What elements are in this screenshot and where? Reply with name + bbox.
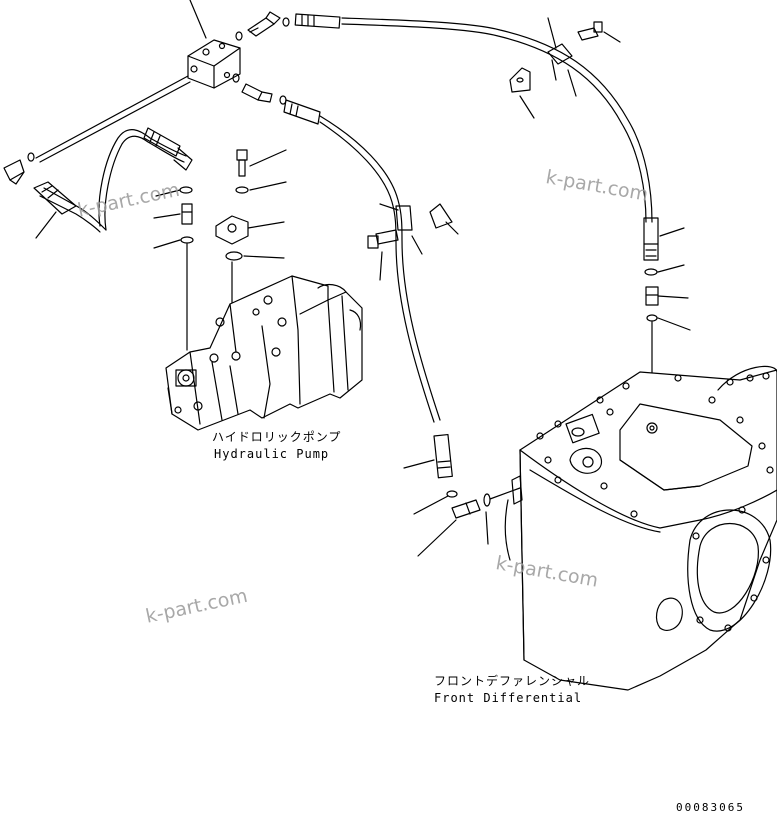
leader-line [446,222,458,234]
o-ring [233,74,239,82]
distribution-block [188,40,240,88]
leader-line [190,0,206,38]
elbow-fitting [242,84,272,102]
flange [216,216,248,244]
leader-line [604,32,620,42]
o-ring [645,269,657,275]
differential-label-jp: フロントデファレンシャル [434,674,591,688]
leader-line [548,18,556,48]
leader-line [658,318,690,330]
connector-fitting [646,287,658,305]
clamp-bracket [510,44,572,92]
leader-line [156,190,180,196]
leader-line [568,70,576,96]
bolt [578,22,602,40]
leader-line [248,222,284,228]
elbow-fitting [248,12,280,36]
o-ring [236,32,242,40]
pump-label-en: Hydraulic Pump [214,447,330,461]
hose-middle [284,100,440,422]
center-line [490,488,520,499]
leader-line [154,240,180,248]
differential-label-en: Front Differential [434,691,583,705]
drawing-number: 00083065 [676,801,745,814]
hose-end-fitting [434,435,452,478]
pump-label-jp: ハイドロリックポンプ [212,430,342,444]
gasket [226,252,242,260]
leader-line [404,460,434,468]
leader-line [658,265,684,272]
connector-fitting [182,204,192,224]
leader-line [250,150,286,166]
o-ring [647,315,657,321]
hose-left-loop [40,128,192,232]
elbow-fitting [4,160,24,184]
washer [236,187,248,193]
leader-line [380,204,398,210]
leader-line [658,296,688,298]
o-ring [181,237,193,243]
bolt [237,150,247,176]
leader-line [414,496,448,514]
hose-end-fitting [34,182,76,214]
o-ring [447,491,457,497]
leader-line [154,214,180,218]
leader-line [418,520,456,556]
front-differential [505,366,777,690]
o-ring [283,18,289,26]
leader-line [412,236,422,254]
leader-line [520,96,534,118]
hydraulic-pump [166,276,362,430]
leader-line [486,512,488,544]
leader-line [660,228,684,236]
hose-left-long [28,76,190,162]
leader-line [380,252,382,280]
hose-end-fitting [644,218,658,260]
o-ring [484,494,490,506]
connector-fitting [452,500,480,518]
leader-line [244,256,284,258]
clamp-bracket [368,204,452,248]
o-ring [180,187,192,193]
leader-line [250,182,286,190]
leader-line [36,212,56,238]
